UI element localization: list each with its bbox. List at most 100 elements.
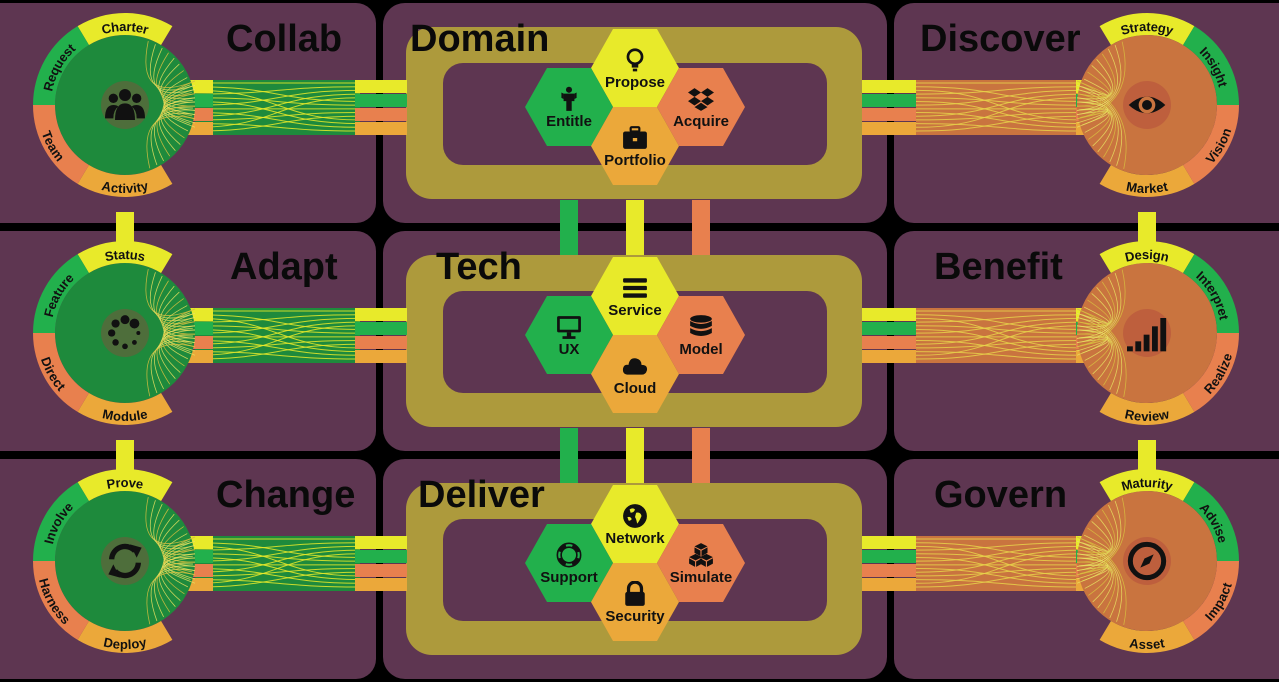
hex-label: UX: [558, 340, 580, 358]
band-stripe: [862, 578, 917, 591]
hex-entitle[interactable]: Entitle: [525, 68, 613, 146]
wheel-fan: [145, 497, 196, 625]
wheel-segment-lower-left[interactable]: [33, 561, 89, 640]
row-link: [1138, 440, 1156, 477]
wheel-segment-upper-right[interactable]: [1183, 254, 1239, 333]
wheel-segment-bottom[interactable]: [77, 165, 173, 197]
hex-propose[interactable]: Propose: [591, 29, 679, 107]
wheel-segment-lower-left[interactable]: [32, 105, 89, 184]
cubes-icon: [689, 542, 713, 567]
wheel-fan: [1076, 269, 1127, 397]
hex-label: Service: [608, 301, 662, 319]
panel-title-benefit: Benefit: [934, 246, 1063, 288]
band-weave: [915, 82, 1083, 132]
wheel-fan: [145, 269, 196, 397]
hex-acquire[interactable]: Acquire: [657, 68, 745, 146]
wheel-segment-bottom[interactable]: [1099, 165, 1195, 198]
globe-icon: [623, 503, 647, 528]
compass-icon: [1127, 541, 1167, 581]
band-weave: [915, 310, 1083, 360]
hex-service[interactable]: Service: [591, 257, 679, 335]
wheel-segment-top[interactable]: [77, 13, 173, 45]
hex-simulate[interactable]: Simulate: [657, 524, 745, 602]
hex-label: Propose: [604, 73, 665, 91]
hex-label: Portfolio: [604, 151, 666, 169]
wheel-label-top: Prove: [106, 475, 145, 492]
hex-label: Model: [679, 340, 723, 358]
connector-orange: [692, 200, 710, 258]
hex-network[interactable]: Network: [591, 485, 679, 563]
hex-security[interactable]: Security: [591, 563, 679, 641]
hex-label: Simulate: [669, 568, 733, 586]
wheel-segment-bottom[interactable]: [1099, 621, 1195, 654]
band-stripe: [355, 108, 407, 121]
wheel-segment-upper-right[interactable]: [1183, 482, 1239, 561]
band-weave: [194, 310, 361, 360]
wheel-segment-top[interactable]: [1099, 240, 1195, 273]
wheel-label-bottom: Review: [1123, 407, 1171, 425]
wheel-fan: [145, 41, 196, 169]
band-stripe: [186, 350, 213, 363]
database-icon: [690, 314, 712, 336]
band-stripe: [355, 80, 407, 93]
hex-cloud[interactable]: Cloud: [591, 335, 679, 413]
wheel-label-top: Maturity: [1120, 475, 1175, 494]
band-stripe: [862, 564, 917, 577]
wheel-label-bottom: Module: [101, 407, 149, 425]
panel-title-tech: Tech: [436, 246, 522, 288]
dropbox-icon: [688, 87, 714, 111]
connector-green: [560, 428, 578, 486]
monitor-icon: [557, 315, 581, 339]
bars-icon: [623, 277, 647, 298]
band-stripe: [355, 336, 407, 349]
wheel-segment-top[interactable]: [77, 469, 173, 501]
wheel-fan: [1076, 41, 1127, 169]
hex-model[interactable]: Model: [657, 296, 745, 374]
wheel-label-bottom: Activity: [100, 178, 150, 196]
wheel-segment-bottom[interactable]: [77, 621, 173, 653]
signal-bars-icon: [1127, 318, 1167, 352]
wheel-segment-upper-left[interactable]: [33, 254, 89, 333]
band-stripe: [355, 308, 407, 321]
wheel-segment-lower-left[interactable]: [33, 333, 89, 412]
band-stripe: [862, 322, 917, 335]
wheel-segment-upper-left[interactable]: [33, 26, 89, 105]
band-stripe: [862, 94, 917, 107]
wheel-segment-lower-right[interactable]: [1183, 333, 1239, 412]
wheel-segment-top[interactable]: [1099, 12, 1195, 45]
cloud-icon: [622, 357, 648, 375]
panel-title-discover: Discover: [920, 18, 1081, 60]
band-stripe: [862, 536, 917, 549]
wheel-segment-upper-right[interactable]: [1183, 26, 1239, 105]
panel-title-change: Change: [216, 474, 356, 516]
row-link: [116, 440, 134, 477]
band-stripe: [355, 122, 407, 135]
wheel-segment-top[interactable]: [1099, 468, 1195, 501]
panel-title-govern: Govern: [934, 474, 1068, 516]
band-stripe: [862, 550, 917, 563]
wheel-segment-top[interactable]: [77, 241, 173, 273]
wheel-core: [55, 491, 195, 631]
person-icon: [561, 86, 577, 111]
wheel-label-top: Charter: [100, 19, 150, 37]
wheel-segment-upper-left[interactable]: [33, 482, 89, 561]
lightbulb-icon: [626, 47, 644, 71]
hex-ux[interactable]: UX: [525, 296, 613, 374]
band-weave: [194, 82, 361, 132]
wheel-segment-bottom[interactable]: [77, 393, 173, 426]
hex-portfolio[interactable]: Portfolio: [591, 107, 679, 185]
monitor-icon: [557, 315, 581, 339]
hex-support[interactable]: Support: [525, 524, 613, 602]
globe-icon: [623, 503, 647, 528]
hex-label: Support: [540, 568, 598, 586]
wheel-segment-lower-right[interactable]: [1183, 561, 1239, 640]
connector-green: [560, 200, 578, 258]
band-weave: [915, 538, 1083, 588]
wheel-label-bottom: Market: [1125, 179, 1170, 197]
wheel-segment-lower-right[interactable]: [1183, 105, 1239, 184]
wheel-segment-bottom[interactable]: [1099, 393, 1195, 426]
briefcase-icon: [623, 125, 647, 149]
briefcase-icon: [623, 125, 647, 149]
